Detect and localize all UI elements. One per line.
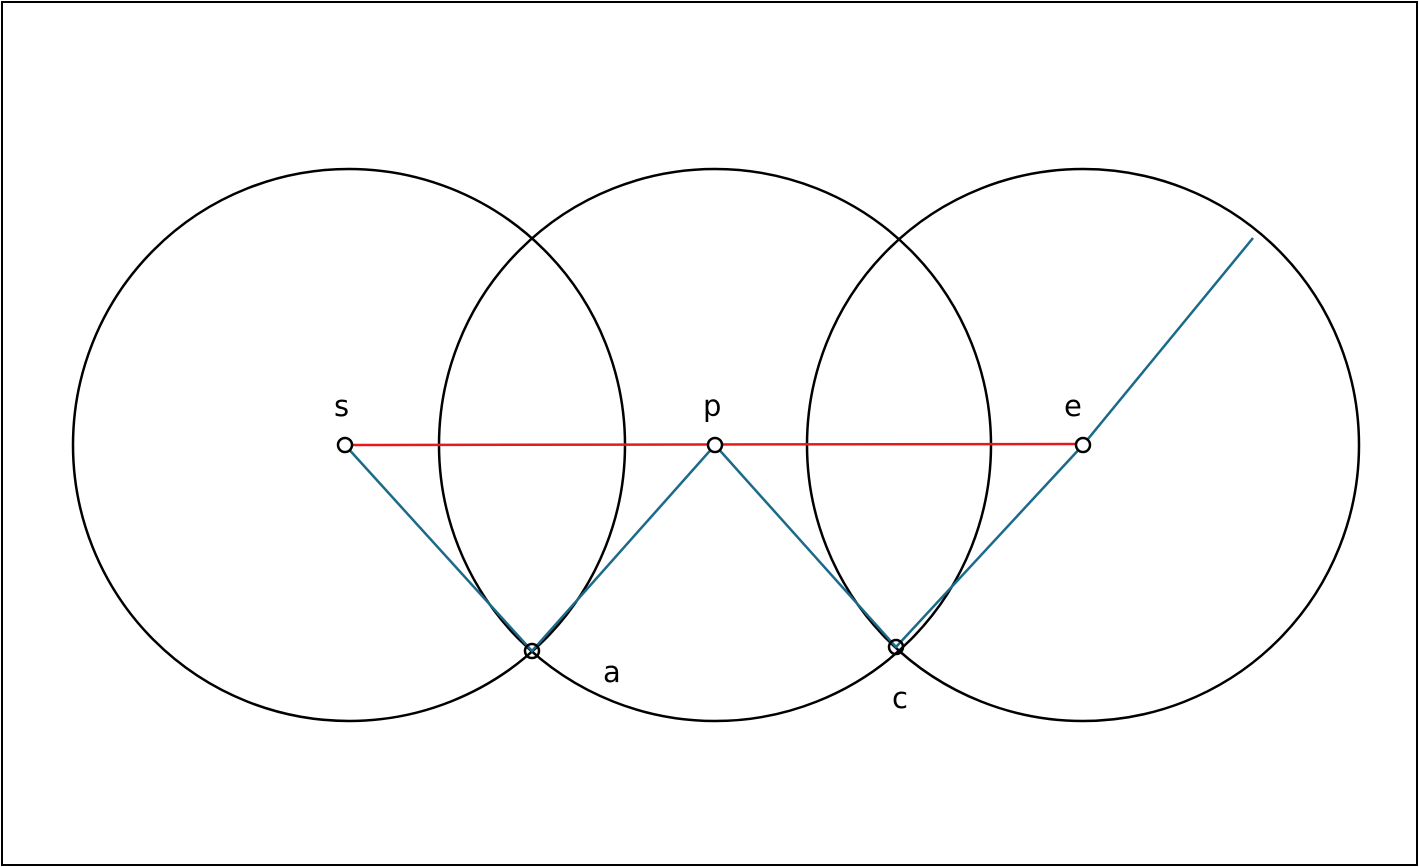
point-a <box>523 642 541 660</box>
point-p <box>706 436 724 454</box>
point-c <box>887 638 905 656</box>
label-c: c <box>892 681 908 715</box>
label-s: s <box>334 389 349 423</box>
label-e: e <box>1064 389 1082 423</box>
point-e <box>1074 436 1092 454</box>
point-s <box>336 436 354 454</box>
label-a: a <box>603 655 621 689</box>
label-p: p <box>703 389 721 423</box>
path-line <box>344 237 1254 653</box>
